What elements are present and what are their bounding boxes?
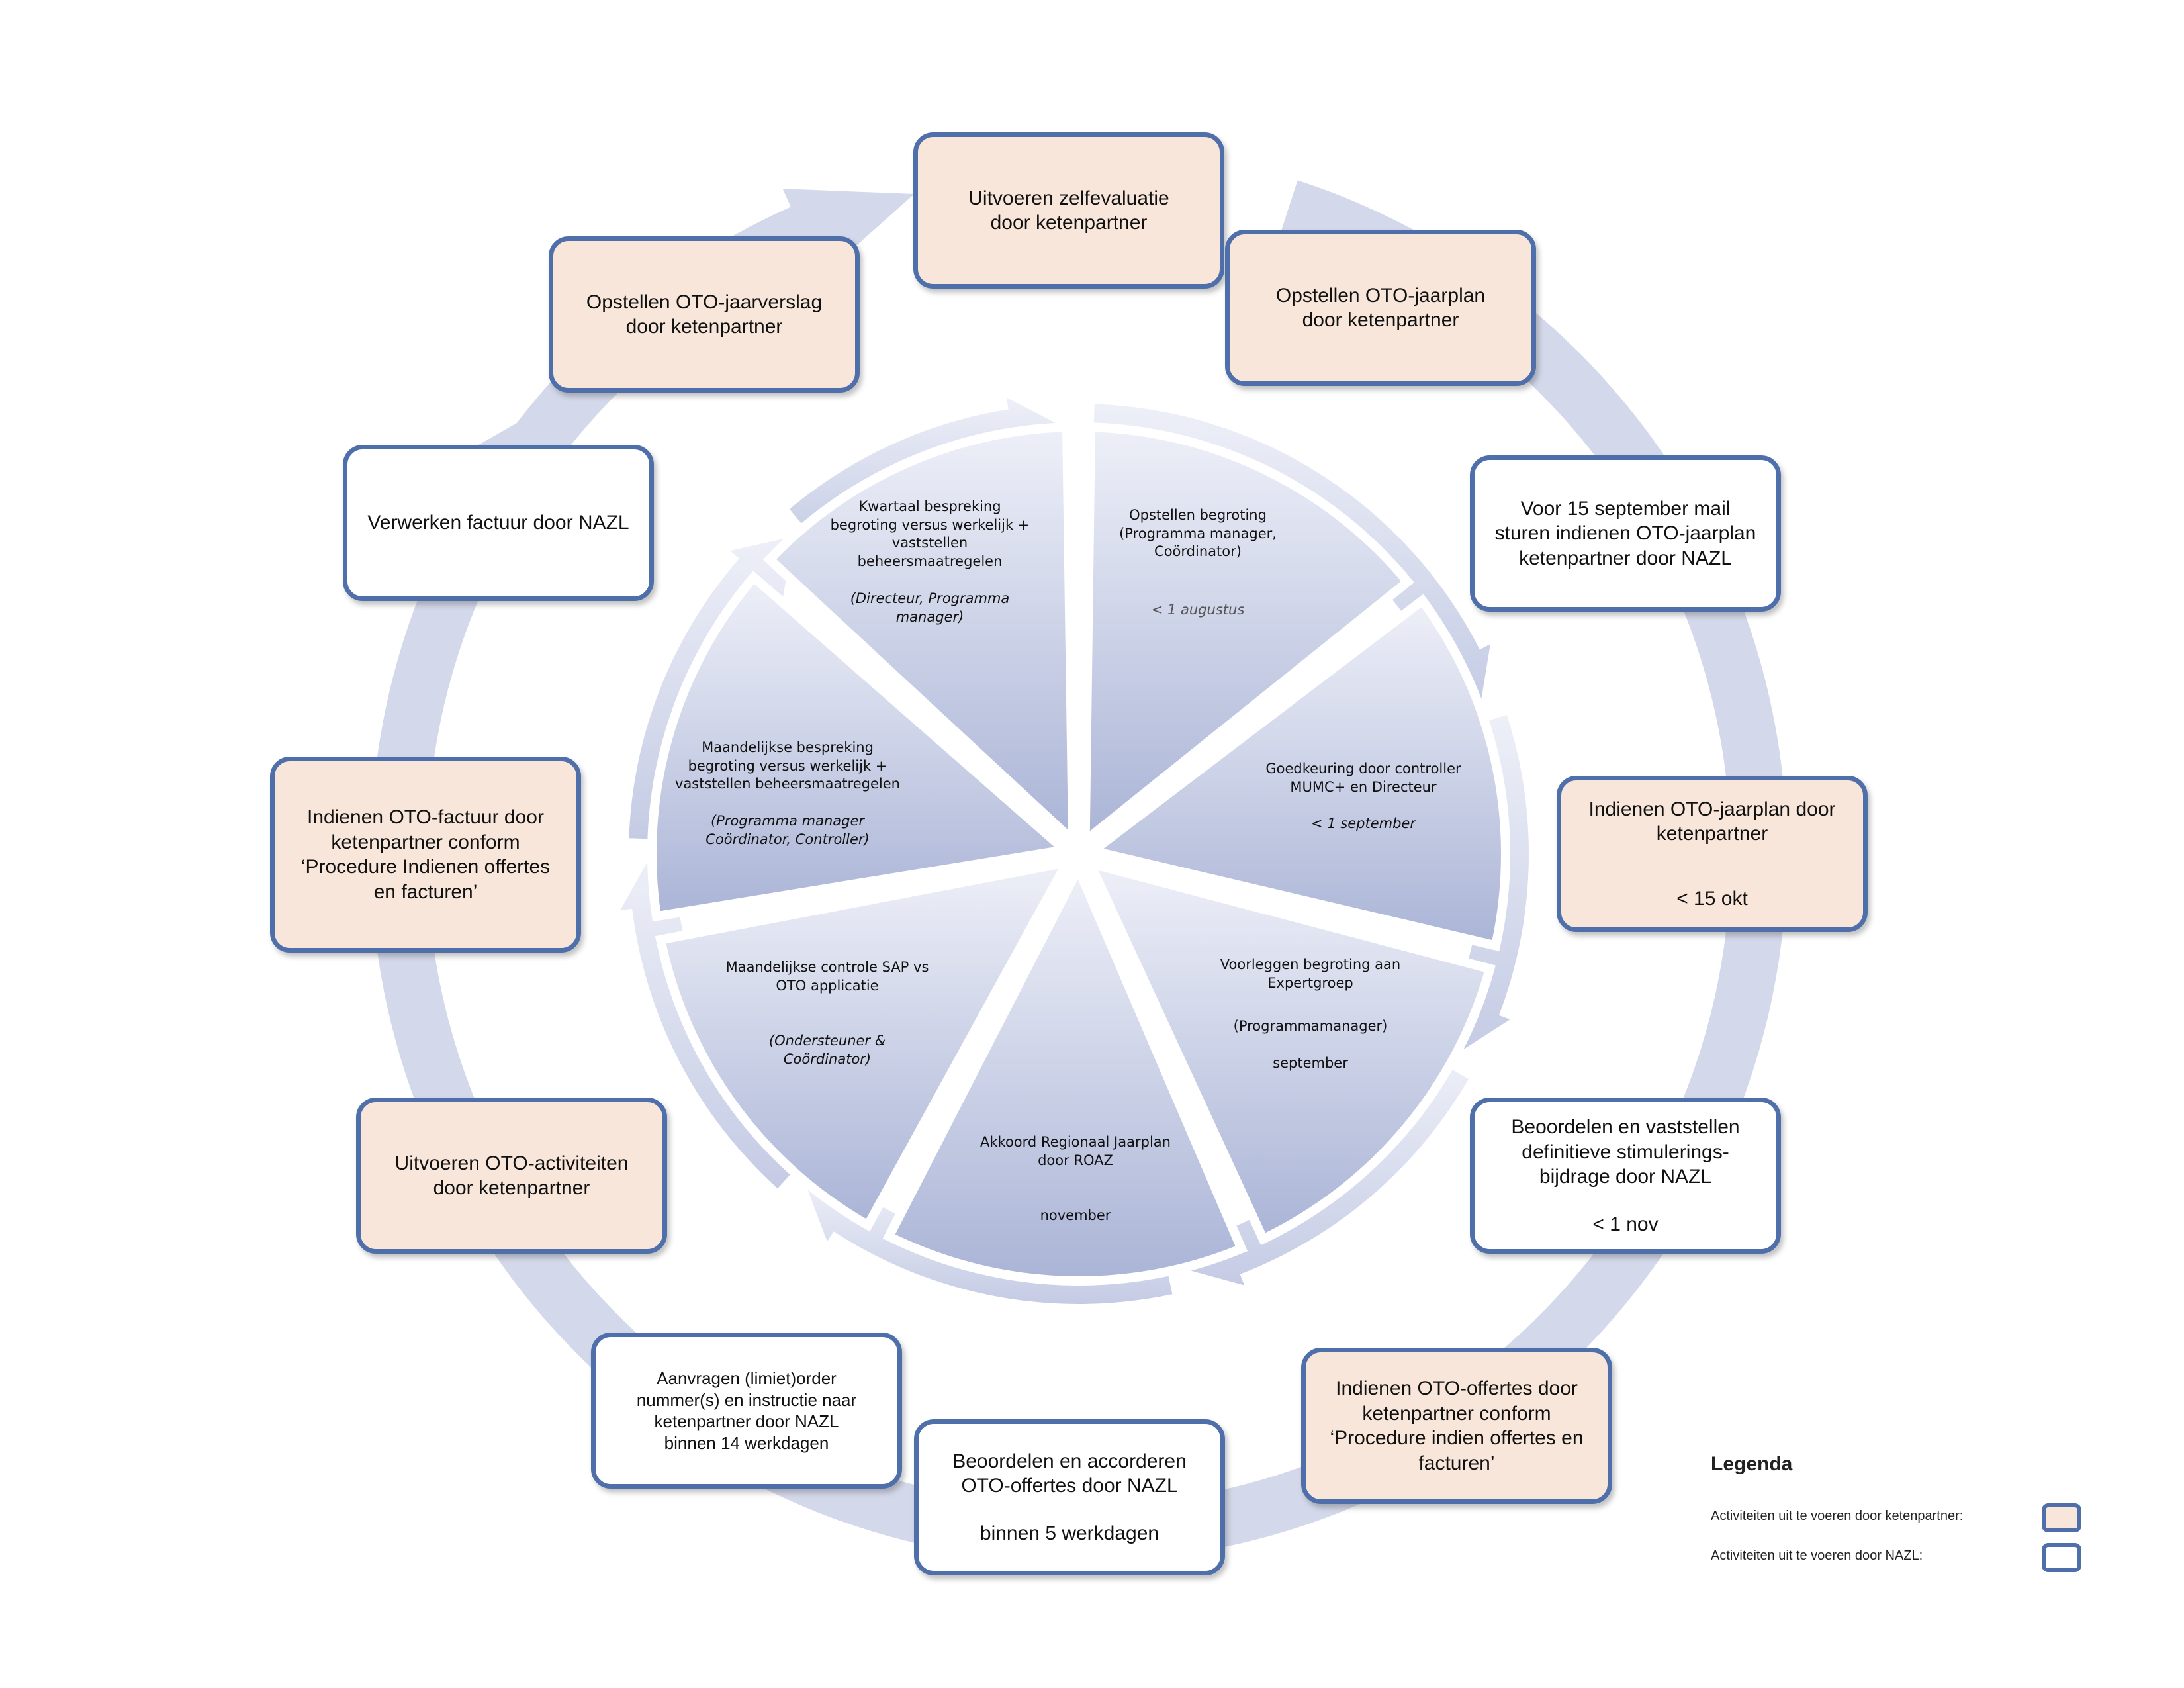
step-line: ketenpartner door NAZL — [654, 1411, 839, 1431]
inner-line: Maandelijkse bespreking — [702, 739, 874, 755]
legend-swatch-ketenpartner — [2042, 1503, 2081, 1532]
step-opstellen-jaarplan: Opstellen OTO-jaarplan door ketenpartner — [1225, 230, 1536, 386]
step-line: Voor 15 september mail — [1520, 497, 1731, 520]
inner-line: vaststellen beheersmaatregelen — [675, 776, 900, 792]
step-line: ‘Procedure indien offertes en — [1330, 1427, 1584, 1449]
inner-line: OTO applicatie — [776, 977, 879, 994]
inner-step-opstellen-begroting: Opstellen begroting (Programma manager, … — [1085, 506, 1310, 620]
step-line: binnen 14 werkdagen — [664, 1432, 829, 1453]
inner-step-maandelijkse-controle: Maandelijkse controle SAP vs OTO applica… — [715, 959, 940, 1069]
inner-line: Maandelijkse controle SAP vs — [725, 959, 929, 975]
legend-row-nazl: Activiteiten uit te voeren door NAZL: — [1711, 1543, 2081, 1573]
inner-segments — [647, 422, 1510, 1286]
inner-line: vaststellen — [891, 535, 968, 551]
step-line: Beoordelen en accorderen — [952, 1450, 1187, 1472]
inner-step-akkoord-jaarplan: Akkoord Regionaal Jaarplan door ROAZ nov… — [956, 1133, 1195, 1225]
step-line: ketenpartner conform — [1362, 1402, 1551, 1425]
step-line: door ketenpartner — [433, 1177, 590, 1199]
inner-who: (Programma manager — [710, 813, 864, 829]
inner-when: september — [1273, 1055, 1348, 1072]
step-aanvragen-ordernummer: Aanvragen (limiet)order nummer(s) en ins… — [591, 1333, 902, 1489]
step-line: ketenpartner — [1656, 823, 1768, 845]
inner-line: beheersmaatregelen — [857, 553, 1003, 570]
step-line: Opstellen OTO-jaarplan — [1275, 284, 1486, 306]
step-line: door ketenpartner — [1302, 309, 1459, 331]
inner-step-maandelijkse-bespreking: Maandelijkse bespreking begroting versus… — [662, 739, 913, 849]
step-line: ‘Procedure Indienen offertes — [300, 856, 551, 878]
step-line: Indienen OTO-jaarplan door — [1588, 798, 1836, 820]
step-indienen-jaarplan: Indienen OTO-jaarplan door ketenpartner … — [1557, 776, 1868, 932]
inner-segment-6 — [647, 571, 1075, 922]
step-indienen-factuur: Indienen OTO-factuur door ketenpartner c… — [270, 757, 581, 953]
inner-step-goedkeuring: Goedkeuring door controller MUMC+ en Dir… — [1244, 760, 1482, 833]
inner-who: (Ondersteuner & — [768, 1033, 886, 1049]
inner-line: Coördinator) — [1154, 543, 1242, 560]
step-line: ketenpartner door NAZL — [1519, 547, 1732, 569]
inner-when: november — [1040, 1207, 1111, 1224]
inner-line: Voorleggen begroting aan — [1220, 957, 1401, 972]
step-line: Indienen OTO-factuur door — [307, 806, 544, 828]
step-line: Uitvoeren zelfevaluatie — [968, 187, 1169, 209]
step-line: facturen’ — [1418, 1452, 1495, 1474]
inner-who: (Directeur, Programma — [850, 590, 1010, 606]
inner-who: Coördinator) — [783, 1051, 872, 1068]
inner-line: door ROAZ — [1038, 1152, 1113, 1168]
legend-row-ketenpartner: Activiteiten uit te voeren door ketenpar… — [1711, 1503, 2081, 1534]
inner-segment-5 — [655, 856, 1076, 1232]
inner-line: begroting versus werkelijk + — [688, 757, 887, 774]
inner-line: Goedkeuring door controller — [1265, 761, 1461, 776]
step-deadline: < 15 okt — [1676, 887, 1748, 910]
step-indienen-offertes: Indienen OTO-offertes door ketenpartner … — [1301, 1348, 1612, 1504]
inner-line: Kwartaal bespreking — [858, 498, 1001, 514]
inner-who: (Programmamanager) — [1233, 1018, 1388, 1035]
inner-line: MUMC+ en Directeur — [1290, 778, 1437, 795]
inner-segment-7 — [762, 422, 1078, 852]
inner-who: manager) — [895, 608, 964, 625]
step-line: Verwerken factuur door NAZL — [367, 512, 629, 534]
step-line: Aanvragen (limiet)order — [657, 1368, 837, 1388]
inner-segment-1 — [1080, 422, 1414, 851]
legend-title: Legenda — [1711, 1453, 1793, 1475]
step-line: Opstellen OTO-jaarverslag — [586, 291, 823, 313]
inner-line: begroting versus werkelijk + — [830, 516, 1030, 533]
step-deadline: < 1 nov — [1592, 1213, 1659, 1235]
inner-line: Akkoord Regionaal Jaarplan — [980, 1134, 1171, 1150]
step-line: ketenpartner conform — [331, 831, 520, 853]
inner-when: < 1 september — [1311, 816, 1416, 832]
step-line: Beoordelen en vaststellen — [1511, 1116, 1740, 1138]
step-uitvoeren-zelfevaluatie: Uitvoeren zelfevaluatie door ketenpartne… — [913, 132, 1224, 289]
step-line: door ketenpartner — [625, 316, 783, 338]
step-line: bijdrage door NAZL — [1539, 1166, 1712, 1188]
legend-label-nazl: Activiteiten uit te voeren door NAZL: — [1711, 1548, 1923, 1563]
inner-step-voorleggen-begroting: Voorleggen begroting aan Expertgroep (Pr… — [1191, 956, 1430, 1073]
step-line: Uitvoeren OTO-activiteiten — [394, 1152, 629, 1174]
inner-when: < 1 augustus — [1151, 602, 1245, 618]
inner-line: Opstellen begroting — [1129, 507, 1267, 523]
step-uitvoeren-activiteiten: Uitvoeren OTO-activiteiten door ketenpar… — [356, 1098, 667, 1254]
inner-line: (Programma manager, — [1119, 525, 1277, 541]
step-accorderen-offertes: Beoordelen en accorderen OTO-offertes do… — [914, 1419, 1225, 1575]
legend-label-ketenpartner: Activiteiten uit te voeren door ketenpar… — [1711, 1509, 1964, 1523]
step-opstellen-jaarverslag: Opstellen OTO-jaarverslag door ketenpart… — [549, 236, 860, 393]
step-verwerken-factuur: Verwerken factuur door NAZL — [343, 445, 654, 601]
inner-line: Expertgroep — [1267, 974, 1353, 991]
inner-segment-4 — [882, 857, 1248, 1286]
step-line: door ketenpartner — [990, 212, 1148, 234]
legend-swatch-nazl — [2042, 1543, 2081, 1572]
step-line: nummer(s) en instructie naar — [636, 1389, 857, 1410]
step-line: definitieve stimulerings- — [1522, 1141, 1729, 1163]
step-line: OTO-offertes door NAZL — [961, 1475, 1178, 1497]
step-mail-indienen-jaarplan: Voor 15 september mail sturen indienen O… — [1470, 455, 1781, 612]
inner-who: Coördinator, Controller) — [705, 831, 870, 847]
inner-segment-3 — [1081, 856, 1496, 1246]
inner-segment-2 — [1082, 594, 1510, 951]
step-vaststellen-stimuleringsbijdrage: Beoordelen en vaststellen definitieve st… — [1470, 1098, 1781, 1254]
step-line: en facturen’ — [373, 880, 478, 903]
step-line: sturen indienen OTO-jaarplan — [1494, 522, 1756, 545]
inner-step-kwartaal-bespreking: Kwartaal bespreking begroting versus wer… — [817, 498, 1042, 626]
step-line: Indienen OTO-offertes door — [1336, 1378, 1578, 1399]
step-deadline: binnen 5 werkdagen — [979, 1522, 1160, 1544]
